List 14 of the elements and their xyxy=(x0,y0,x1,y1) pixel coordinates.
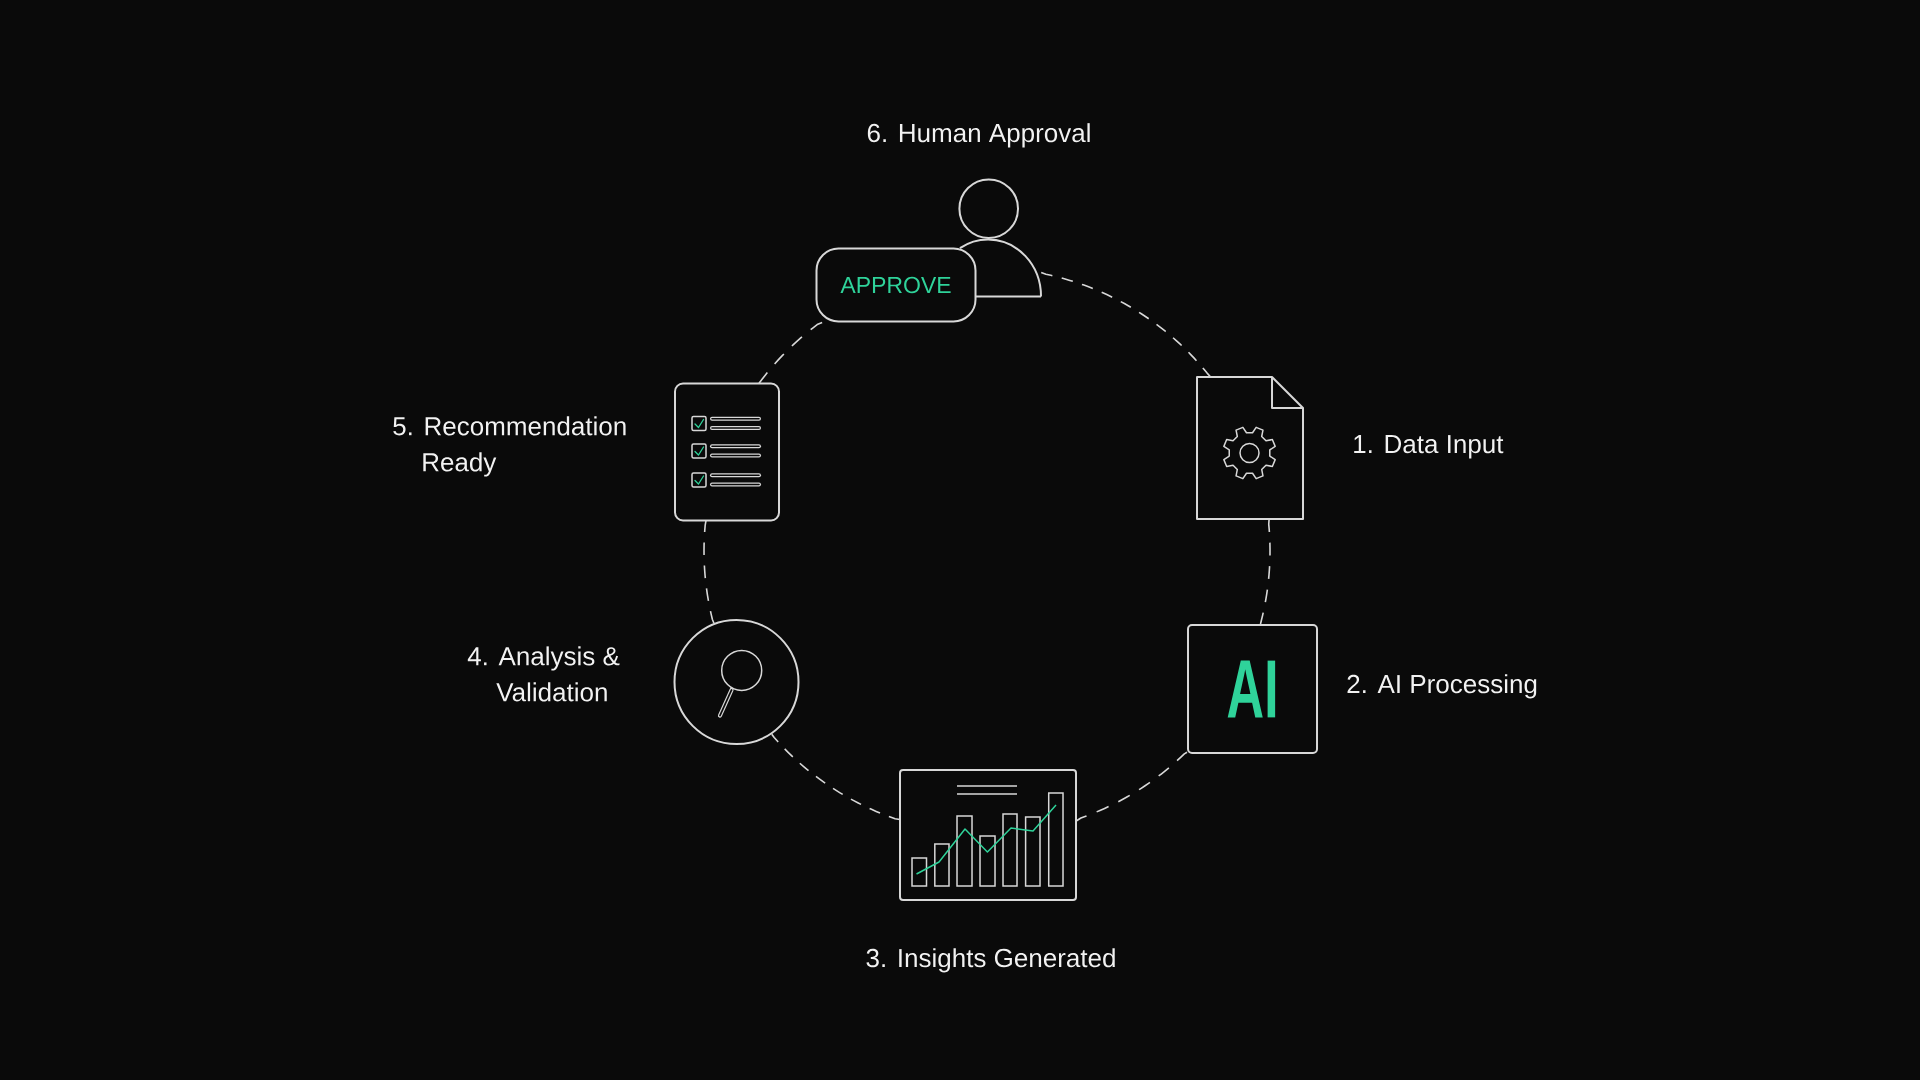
dashed-arc xyxy=(1040,271,1212,378)
step-caption: 5. Recommendation Ready xyxy=(393,416,626,477)
step-caption: 1. Data Input xyxy=(1354,435,1504,459)
step-caption: 6. Human Approval xyxy=(867,123,1090,148)
approve-button: APPROVE xyxy=(815,247,977,323)
dashed-arc xyxy=(1075,751,1188,822)
dashed-arc xyxy=(1259,518,1271,625)
dashed-arc xyxy=(770,733,901,821)
step-caption: 3. Insights Generated xyxy=(866,948,1115,973)
step-caption: 4. Analysis & Validation xyxy=(467,646,620,702)
dashed-arc xyxy=(758,321,824,385)
step-caption: 2. AI Processing xyxy=(1347,674,1537,699)
dashed-arc xyxy=(703,519,715,624)
ai-tile: AI xyxy=(1187,624,1318,754)
